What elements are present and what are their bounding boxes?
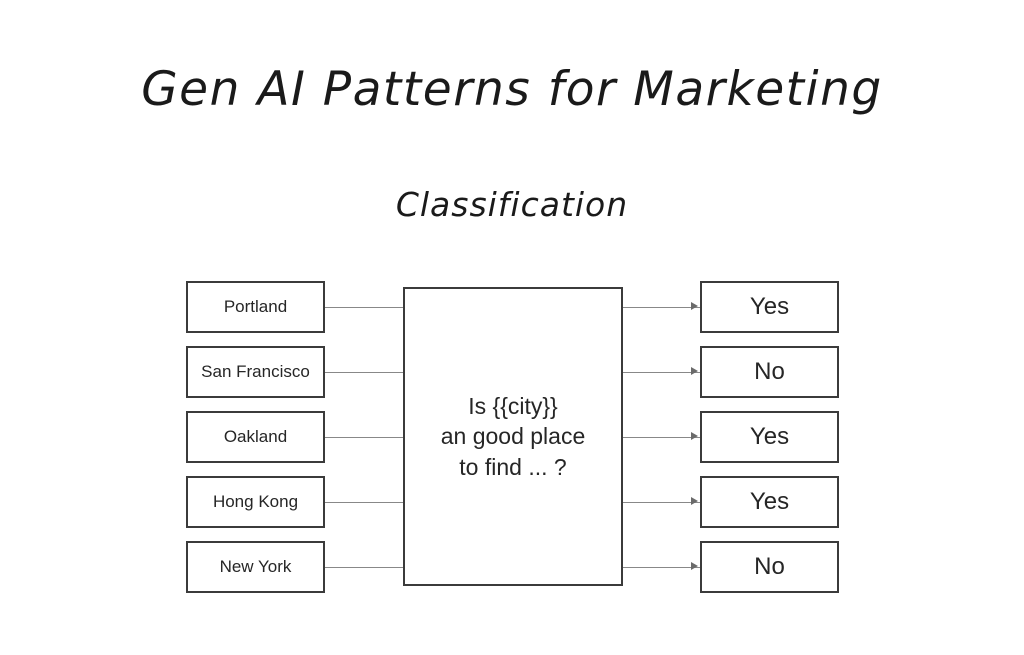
output-node-label: Yes xyxy=(749,293,790,320)
prompt-node[interactable]: Is {{city}} an good place to find ... ? xyxy=(403,287,623,586)
input-node-label: Oakland xyxy=(223,427,288,446)
prompt-line-2: an good place xyxy=(440,423,586,450)
output-node-label: Yes xyxy=(749,423,790,450)
input-node-hong-kong[interactable]: Hong Kong xyxy=(186,476,325,528)
connector-output-5 xyxy=(623,567,700,568)
connector-input-1 xyxy=(325,307,403,308)
prompt-line-3: to find ... ? xyxy=(459,453,567,480)
input-node-portland[interactable]: Portland xyxy=(186,281,325,333)
connector-input-5 xyxy=(325,567,403,568)
arrow-right-icon xyxy=(691,432,698,440)
input-node-san-francisco[interactable]: San Francisco xyxy=(186,346,325,398)
connector-output-3 xyxy=(623,437,700,438)
arrow-right-icon xyxy=(691,497,698,505)
output-node-2[interactable]: No xyxy=(700,346,839,398)
input-node-label: San Francisco xyxy=(201,362,310,381)
connector-input-3 xyxy=(325,437,403,438)
input-node-new-york[interactable]: New York xyxy=(186,541,325,593)
input-node-label: Portland xyxy=(223,297,288,316)
prompt-line-1: Is {{city}} xyxy=(468,392,558,419)
input-node-oakland[interactable]: Oakland xyxy=(186,411,325,463)
connector-output-4 xyxy=(623,502,700,503)
connector-output-1 xyxy=(623,307,700,308)
output-node-3[interactable]: Yes xyxy=(700,411,839,463)
input-node-label: New York xyxy=(219,557,292,576)
output-node-5[interactable]: No xyxy=(700,541,839,593)
output-node-label: No xyxy=(754,358,785,385)
input-node-label: Hong Kong xyxy=(212,492,299,511)
output-node-label: Yes xyxy=(749,488,790,515)
connector-output-2 xyxy=(623,372,700,373)
output-node-label: No xyxy=(754,553,785,580)
page-subtitle: Classification xyxy=(395,185,629,224)
arrow-right-icon xyxy=(691,302,698,310)
connector-input-2 xyxy=(325,372,403,373)
output-node-1[interactable]: Yes xyxy=(700,281,839,333)
arrow-right-icon xyxy=(691,562,698,570)
output-node-4[interactable]: Yes xyxy=(700,476,839,528)
arrow-right-icon xyxy=(691,367,698,375)
page-title: Gen AI Patterns for Marketing xyxy=(141,62,883,117)
connector-input-4 xyxy=(325,502,403,503)
